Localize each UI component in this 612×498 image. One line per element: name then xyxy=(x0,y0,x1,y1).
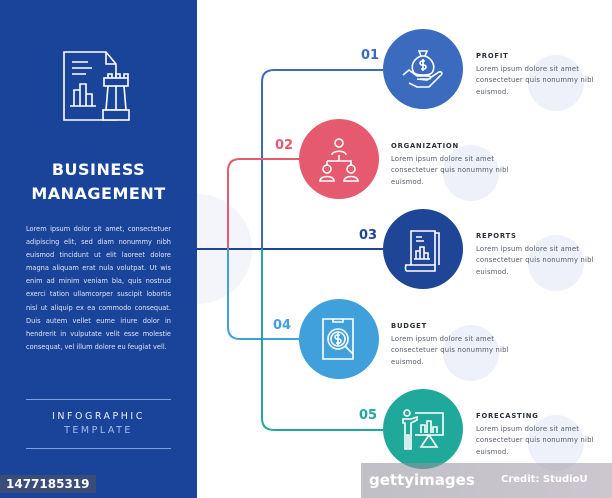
step-number: 05 xyxy=(359,408,378,423)
step-organization: ORGANIZATION Lorem ipsum dolore sit amet… xyxy=(391,142,511,188)
divider xyxy=(26,399,171,400)
report-scroll-icon xyxy=(404,230,440,272)
step-text: Lorem ipsum dolore sit amet consectetuer… xyxy=(391,335,509,366)
step-title: PROFIT xyxy=(476,52,509,60)
document-chart-rook-icon xyxy=(63,51,130,121)
step-number: 03 xyxy=(359,228,378,243)
step-forecasting: FORECASTING Lorem ipsum dolore sit amet … xyxy=(476,412,596,458)
watermark-brand: gettyimages xyxy=(369,471,475,489)
sidebar-panel: BUSINESS MANAGEMENT Lorem ipsum dolor si… xyxy=(0,0,197,498)
subtitle-infographic: INFOGRAPHIC xyxy=(52,411,145,422)
step-title: REPORTS xyxy=(476,232,517,240)
step-title: BUDGET xyxy=(391,322,427,330)
money-bag-hand-icon xyxy=(402,50,443,88)
step-reports: REPORTS Lorem ipsum dolore sit amet cons… xyxy=(476,232,596,278)
connector-02 xyxy=(227,158,300,249)
step-text: Lorem ipsum dolore sit amet consectetuer… xyxy=(476,425,594,456)
connector-01 xyxy=(261,69,385,249)
step-circle-organization xyxy=(299,119,379,199)
step-circle-budget xyxy=(299,299,379,379)
background-blob xyxy=(528,415,584,471)
background-blob xyxy=(528,55,584,111)
step-circle-reports xyxy=(383,209,463,289)
step-number: 04 xyxy=(273,318,292,333)
presentation-icon xyxy=(402,409,444,450)
step-circle-forecasting xyxy=(383,389,463,469)
step-text: Lorem ipsum dolore sit amet consectetuer… xyxy=(476,245,594,276)
image-id: 1477185319 xyxy=(0,475,96,493)
background-blob xyxy=(443,145,499,201)
background-blob xyxy=(528,235,584,291)
org-chart-icon xyxy=(319,138,359,182)
step-title: FORECASTING xyxy=(476,412,539,420)
connector-04 xyxy=(227,249,300,340)
step-profit: PROFIT Lorem ipsum dolore sit amet conse… xyxy=(476,52,596,98)
sidebar-body-text: Lorem ipsum dolor sit amet, consectetuer… xyxy=(26,225,171,351)
step-text: Lorem ipsum dolore sit amet consectetuer… xyxy=(476,65,594,96)
divider xyxy=(26,448,171,449)
budget-search-icon xyxy=(322,318,354,360)
page-title: BUSINESS MANAGEMENT xyxy=(0,158,197,206)
step-budget: BUDGET Lorem ipsum dolore sit amet conse… xyxy=(391,322,511,368)
step-circle-profit xyxy=(383,29,463,109)
step-number: 02 xyxy=(275,138,294,153)
title-line-2: MANAGEMENT xyxy=(31,184,166,203)
step-title: ORGANIZATION xyxy=(391,142,459,150)
connector-05 xyxy=(261,249,385,431)
background-blob xyxy=(443,325,499,381)
title-line-1: BUSINESS xyxy=(51,160,146,179)
watermark: gettyimages Credit: StudioU xyxy=(361,463,612,498)
step-text: Lorem ipsum dolore sit amet consectetuer… xyxy=(391,155,509,186)
watermark-credit: Credit: StudioU xyxy=(501,474,588,485)
step-number: 01 xyxy=(361,48,380,63)
subtitle-template: TEMPLATE xyxy=(64,425,133,436)
